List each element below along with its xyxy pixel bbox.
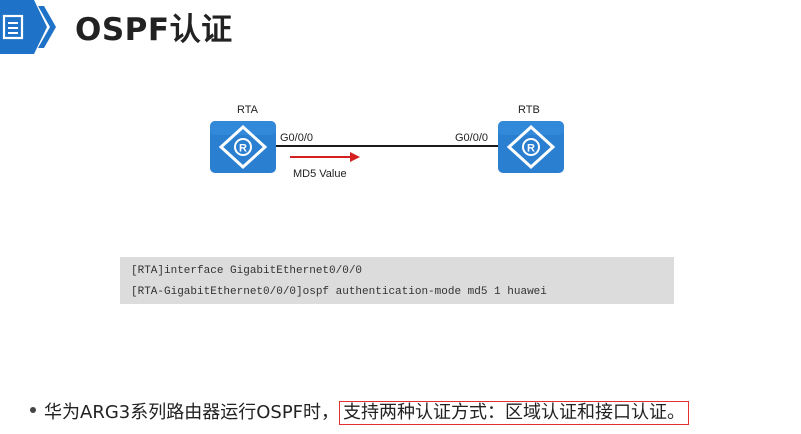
topology-svg: R R	[210, 121, 564, 173]
code-line-2: [RTA-GigabitEthernet0/0/0]ospf authentic…	[131, 286, 547, 298]
network-diagram: R R RTA RTB G0/0/0 G0/0/0 MD5 Value	[0, 90, 801, 200]
bullet-item: 华为ARG3系列路由器运行OSPF时，支持两种认证方式：区域认证和接口认证。	[30, 396, 790, 426]
svg-text:R: R	[527, 143, 535, 155]
md5-arrow	[290, 152, 360, 162]
highlighted-text: 支持两种认证方式：区域认证和接口认证。	[339, 401, 690, 425]
code-line-1: [RTA]interface GigabitEthernet0/0/0	[131, 265, 363, 277]
bullet-prefix: 华为ARG3系列路由器运行OSPF时，	[44, 402, 340, 423]
bullet-text: 华为ARG3系列路由器运行OSPF时，支持两种认证方式：区域认证和接口认证。	[44, 398, 690, 425]
router-a-name: RTA	[237, 104, 258, 116]
md5-value-label: MD5 Value	[293, 168, 347, 180]
cli-code-block: [RTA]interface GigabitEthernet0/0/0 [RTA…	[120, 257, 674, 304]
bullet-dot	[30, 407, 36, 413]
router-b-name: RTB	[518, 104, 540, 116]
router-b-interface: G0/0/0	[455, 132, 489, 144]
router-a-interface: G0/0/0	[280, 132, 314, 144]
svg-text:R: R	[239, 143, 247, 155]
document-icon	[0, 0, 56, 54]
router-icon: R	[210, 121, 276, 173]
title-bar: OSPF认证	[0, 0, 801, 58]
page-title: OSPF认证	[75, 12, 233, 48]
router-icon: R	[498, 121, 564, 173]
